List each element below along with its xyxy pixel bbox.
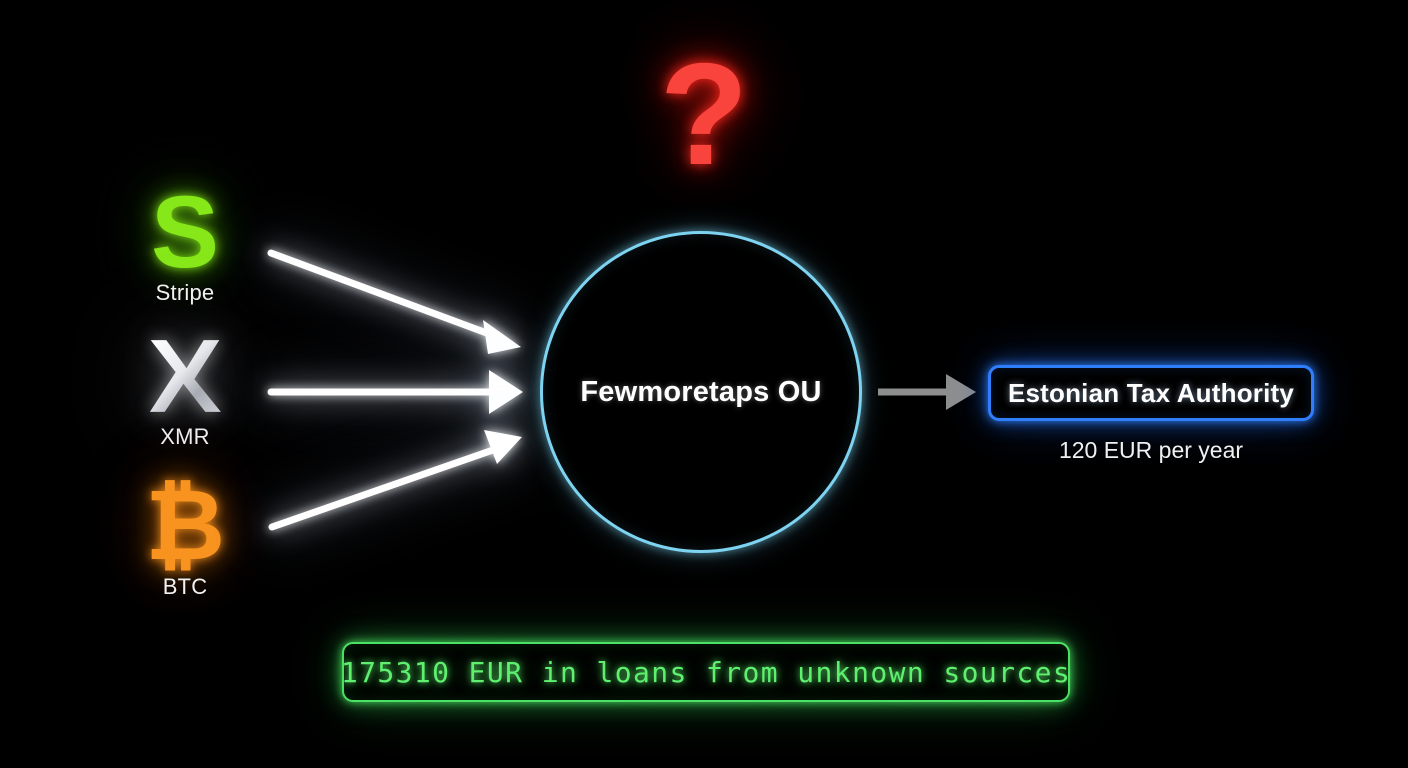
loans-banner-text: 175310 EUR in loans from unknown sources	[340, 655, 1072, 689]
source-node-stripe[interactable]: S Stripe	[85, 175, 285, 306]
arrow-stripe-to-company	[267, 249, 521, 354]
source-node-btc[interactable]: ₿ BTC	[85, 469, 285, 600]
company-name-label: Fewmoretaps OU	[580, 375, 822, 408]
tax-authority-node[interactable]: Estonian Tax Authority	[988, 365, 1314, 421]
red-question-mark-icon: ?	[659, 32, 749, 195]
source-label-btc: BTC	[162, 574, 208, 599]
stripe-logo-icon: S	[150, 175, 220, 289]
tax-authority-label: Estonian Tax Authority	[1007, 377, 1295, 408]
loans-banner[interactable]: 175310 EUR in loans from unknown sources	[340, 642, 1072, 702]
source-label-xmr: XMR	[160, 424, 210, 449]
bitcoin-logo-icon: ₿	[145, 469, 225, 583]
arrow-xmr-to-company	[267, 370, 523, 414]
arrow-btc-to-company	[268, 430, 522, 531]
xmr-logo-icon	[85, 330, 285, 422]
company-node[interactable]: Fewmoretaps OU	[540, 231, 862, 553]
source-node-xmr[interactable]: XMR	[85, 330, 285, 450]
arrow-company-to-authority	[878, 374, 976, 410]
tax-authority-sublabel: 120 EUR per year	[1058, 437, 1244, 463]
source-label-stripe: Stripe	[155, 280, 215, 305]
